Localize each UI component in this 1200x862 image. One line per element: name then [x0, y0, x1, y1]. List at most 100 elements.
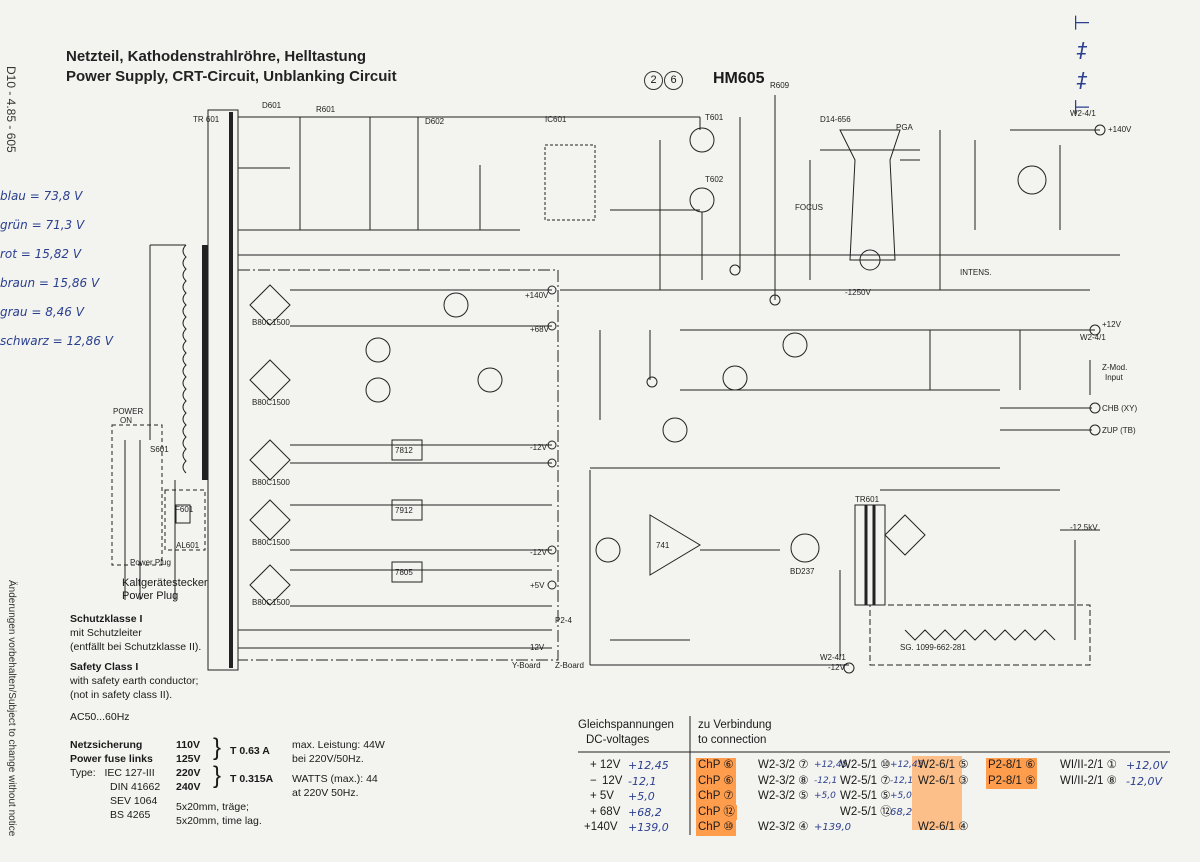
svg-text:-12V: -12V: [530, 548, 548, 557]
dc-w23-hand: +139,0: [814, 822, 852, 833]
dc-w23-hand: +12,45: [814, 760, 848, 770]
title-english: Power Supply, CRT-Circuit, Unblanking Ci…: [66, 68, 397, 85]
dc-header-de: Gleichspannungen: [578, 719, 674, 731]
svg-text:12V: 12V: [530, 643, 545, 652]
svg-text:W2-4/1: W2-4/1: [1080, 333, 1106, 342]
fuse-standard-1: IEC 127-III: [104, 767, 155, 779]
svg-text:7812: 7812: [395, 446, 413, 455]
plug-caption: Kaltgerätestecker Power Plug: [122, 577, 208, 603]
svg-text:-12.5kV: -12.5kV: [1070, 523, 1098, 532]
dc-p28: P2-8/1 ⑥: [986, 758, 1038, 774]
dc-voltage: +140V: [584, 821, 618, 833]
svg-text:+140V: +140V: [1108, 125, 1132, 134]
fuse-title-de: Netzsicherung: [70, 739, 143, 751]
dc-w23-hand: -12,1: [814, 775, 838, 786]
svg-text:+12V: +12V: [1102, 320, 1122, 329]
dc-w26: W2-6/1 ③: [918, 774, 969, 787]
svg-text:P2-4: P2-4: [555, 616, 572, 625]
hand-voltage-grey: grau = 8,46 V: [0, 305, 84, 319]
dc-header-en: DC-voltages: [586, 734, 650, 746]
svg-text:B80C1500: B80C1500: [252, 538, 290, 547]
dc-row: + 5V +5,0 ChP ⑦ W2-3/2 ⑤ +5,0 W2-5/1 ⑤ +…: [578, 789, 1178, 805]
dc-w25-hand: 68,2: [890, 806, 913, 818]
dc-wi: WI/II-2/1 ⑧: [1060, 774, 1117, 787]
svg-text:S601: S601: [150, 445, 169, 454]
dc-measured: +139,0: [628, 821, 669, 834]
svg-text:SG. 1099-662-281: SG. 1099-662-281: [900, 643, 966, 652]
safety-class-info: Schutzklasse I mit Schutzleiter (entfäll…: [70, 612, 201, 724]
dc-w25-hand: -12,1: [890, 775, 914, 786]
dc-w23: W2-3/2 ⑧: [758, 774, 809, 787]
svg-text:Input: Input: [1105, 373, 1124, 382]
fuse-standard-2: DIN 41662: [110, 781, 161, 793]
fuse-rating-2: T 0.315A: [230, 773, 274, 785]
svg-text:B80C1500: B80C1500: [252, 598, 290, 607]
dc-voltage: 12V: [602, 774, 623, 787]
dc-w25: W2-5/1 ⑦: [840, 774, 891, 787]
fuse-watts-2: at 220V 50Hz.: [292, 787, 359, 799]
safety-de-line1: mit Schutzleiter: [70, 627, 142, 639]
dc-measured: -12,1: [628, 774, 657, 788]
dc-chp: ChP ⑩: [696, 820, 736, 836]
svg-text:Power Plug: Power Plug: [130, 558, 171, 567]
dc-p28: P2-8/1 ⑤: [986, 773, 1038, 789]
safety-de-line2: (entfällt bei Schutzklasse II).: [70, 641, 202, 653]
dc-measured: +68,2: [628, 805, 662, 819]
plug-caption-de: Kaltgerätestecker: [122, 577, 208, 589]
svg-text:INTENS.: INTENS.: [960, 268, 992, 277]
dc-w26: W2-6/1 ⑤: [918, 759, 969, 771]
svg-text:-12V: -12V: [530, 443, 548, 452]
dc-table-header-left: Gleichspannungen DC-voltages: [578, 718, 674, 748]
fuse-size: 5x20mm, träge; 5x20mm, time lag.: [176, 800, 262, 828]
svg-text:W2-4/1: W2-4/1: [1070, 109, 1096, 118]
fuse-titles: Netzsicherung Power fuse links Type: IEC…: [70, 738, 160, 822]
fuse-voltage-4: 240V: [176, 781, 201, 793]
safety-en-line2: (not in safety class II).: [70, 689, 173, 701]
dc-voltage-sign: −: [590, 774, 597, 787]
dc-voltage: + 68V: [590, 805, 621, 818]
dc-w25-hand: +12,45: [890, 760, 924, 770]
document-reference: D10 - 4.85 - 605: [4, 66, 18, 153]
dc-row: +140V +139,0 ChP ⑩ W2-3/2 ④ +139,0 W2-6/…: [578, 820, 1178, 836]
svg-text:TR 601: TR 601: [193, 115, 220, 124]
dc-chp: ChP ⑫: [696, 804, 737, 820]
fuse-standard-3: SEV 1064: [110, 795, 158, 807]
ac-range: AC50...60Hz: [70, 711, 130, 723]
conn-header-de: zu Verbindung: [698, 719, 772, 731]
safety-en-line1: with safety earth conductor;: [70, 675, 199, 687]
svg-text:CHB (XY): CHB (XY): [1102, 404, 1137, 413]
fuse-max-power-2: bei 220V/50Hz.: [292, 753, 364, 765]
dc-wi-hand: -12,0V: [1126, 774, 1162, 788]
dc-voltage: + 12V: [590, 759, 621, 771]
svg-text:T601: T601: [705, 113, 724, 122]
page-digit-1: 2: [644, 71, 663, 90]
fuse-brace-1: }: [213, 734, 222, 761]
svg-text:-12V: -12V: [828, 663, 846, 672]
svg-text:D14-656: D14-656: [820, 115, 851, 124]
handwritten-corner-mark: ⊥ ‡ ‡ ⊥: [1070, 14, 1094, 116]
svg-text:F601: F601: [175, 505, 194, 514]
svg-text:Y-Board: Y-Board: [512, 661, 541, 670]
svg-text:+5V: +5V: [530, 581, 545, 590]
dc-chp: ChP ⑦: [696, 789, 736, 805]
highlight-column: [912, 756, 962, 830]
fuse-watts-1: WATTS (max.): 44: [292, 773, 378, 785]
plug-caption-en: Power Plug: [122, 590, 179, 602]
dc-row: − 12V -12,1 ChP ⑥ W2-3/2 ⑧ -12,1 W2-5/1 …: [578, 773, 1178, 789]
svg-text:B80C1500: B80C1500: [252, 398, 290, 407]
dc-wi: WI/II-2/1 ①: [1060, 759, 1117, 771]
svg-text:IC601: IC601: [545, 115, 567, 124]
hand-voltage-red: rot = 15,82 V: [0, 247, 82, 261]
svg-text:-1250V: -1250V: [845, 288, 871, 297]
safety-en-title: Safety Class I: [70, 661, 139, 673]
dc-row: + 68V +68,2 ChP ⑫ W2-5/1 ⑫ 68,2: [578, 804, 1178, 820]
hand-voltage-blue: blau = 73,8 V: [0, 189, 83, 203]
hand-voltage-brown: braun = 15,86 V: [0, 276, 100, 290]
svg-text:ZUP (TB): ZUP (TB): [1102, 426, 1136, 435]
svg-text:+140V: +140V: [525, 291, 549, 300]
hand-voltage-black: schwarz = 12,86 V: [0, 334, 113, 348]
svg-text:741: 741: [656, 541, 670, 550]
svg-text:W2-4/1: W2-4/1: [820, 653, 846, 662]
